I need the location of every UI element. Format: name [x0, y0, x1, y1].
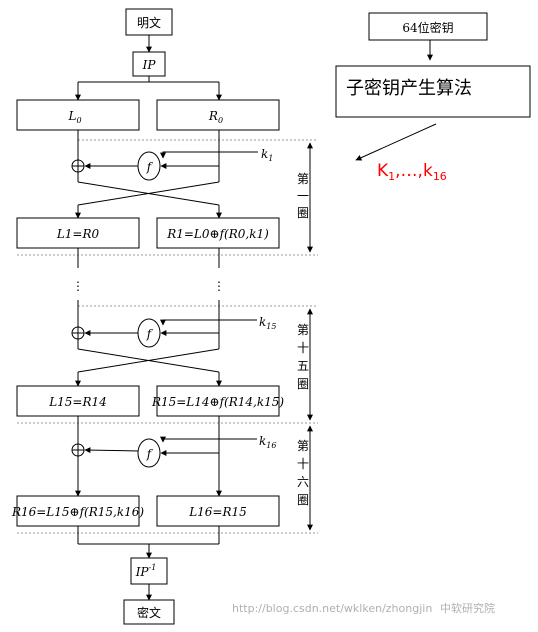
key1-label: k1 [261, 147, 273, 163]
key15-label: k15 [259, 315, 276, 331]
f-label-round15: f [146, 327, 154, 341]
l0-label: L0 [67, 109, 81, 125]
round16-right-label: L16=R15 [188, 505, 247, 519]
round15-right-box [156, 385, 280, 417]
r0-box [156, 99, 280, 131]
plaintext-label: 明文 [137, 15, 161, 30]
round16-right-box [156, 495, 280, 527]
round15-right-label: R15=L14⊕f(R14,k15) [151, 395, 284, 409]
f-label-round1: f [146, 160, 154, 174]
l0-box [16, 99, 140, 131]
svg-text:圈: 圈 [297, 493, 309, 507]
ellipsis-right: ⋮ [213, 279, 225, 293]
round1-side-label: 第 一 圈 [297, 172, 309, 220]
svg-text:五: 五 [297, 359, 309, 373]
round1-left-label: L1=R0 [56, 227, 100, 241]
round1-right-box [156, 217, 280, 249]
round16-left-box [16, 495, 140, 527]
svg-text:第: 第 [297, 323, 309, 337]
round1-cross-b [77, 181, 220, 206]
r0-label: R0 [208, 109, 223, 125]
subkey-algorithm-label: 子密钥产生算法 [346, 78, 472, 99]
ip-inverse-label: IP-1 [135, 563, 157, 579]
plaintext-box [125, 8, 173, 36]
arrow-algorithm-to-subkeys [355, 123, 437, 161]
f-label-round16: f [146, 447, 154, 461]
round1-right-label: R1=L0⊕f(R0,k1) [166, 227, 269, 241]
watermark-brand: 中软研究院 [440, 601, 495, 615]
svg-text:圈: 圈 [297, 377, 309, 391]
round15-left-label: L15=R14 [48, 395, 107, 409]
svg-text:一: 一 [297, 189, 309, 203]
key-64bit-box [368, 12, 488, 41]
ciphertext-box [123, 599, 175, 625]
ip-box [132, 51, 166, 77]
round1-key-arrow [160, 151, 258, 159]
round15-left-box [16, 385, 140, 417]
svg-text:第: 第 [297, 439, 309, 453]
key16-label: k16 [259, 434, 276, 450]
svg-text:十: 十 [297, 457, 309, 471]
round15-side-label: 第 十 五 圈 [297, 323, 309, 391]
round15-key-arrow [160, 319, 257, 326]
svg-text:圈: 圈 [297, 206, 309, 220]
watermark-url: http://blog.csdn.net/wklken/zhongjin [232, 602, 432, 615]
svg-text:第: 第 [297, 172, 309, 186]
svg-text:十: 十 [297, 341, 309, 355]
round16-left-label: R16=L15⊕f(R15,k16) [11, 505, 144, 519]
f-function-round16 [137, 438, 161, 468]
key-64bit-label: 64位密钥 [402, 20, 453, 35]
svg-text:六: 六 [297, 475, 309, 489]
subkeys-label: K1,…,k16 [377, 161, 447, 183]
ciphertext-label: 密文 [137, 605, 161, 620]
round16-side-label: 第 十 六 圈 [297, 439, 309, 507]
ip-label: IP [142, 58, 157, 72]
subkey-algorithm-box [335, 65, 531, 118]
ellipsis-left: ⋮ [72, 279, 84, 293]
round16-key-arrow [160, 436, 257, 443]
round1-left-box [16, 217, 140, 249]
